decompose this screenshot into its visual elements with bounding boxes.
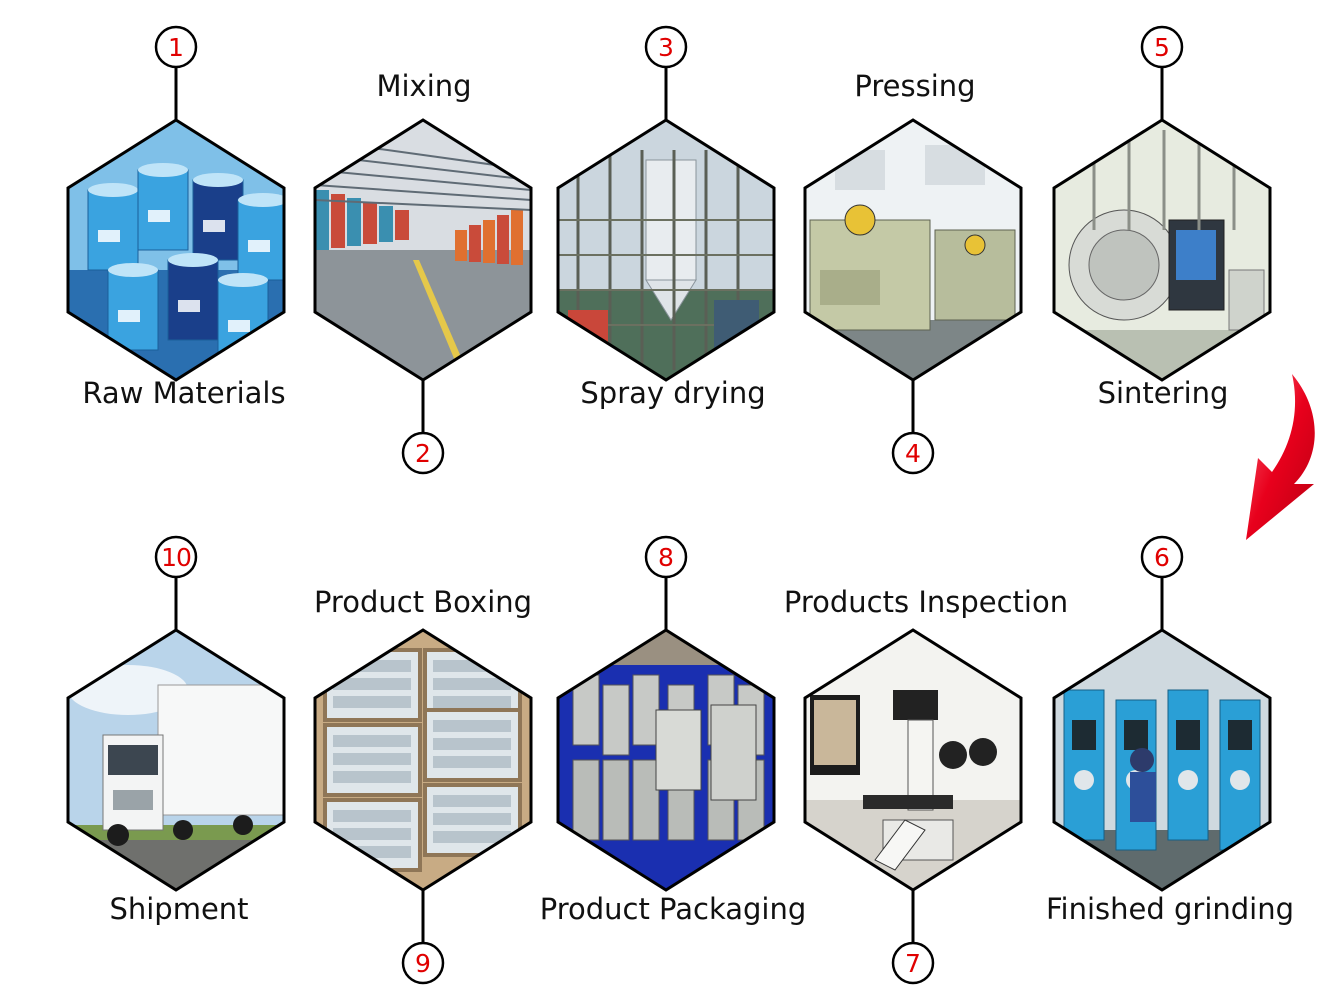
step-number: 8 <box>658 543 674 572</box>
step-label: Pressing <box>854 69 976 103</box>
step-label: Product Packaging <box>539 892 807 926</box>
step-number-badge <box>644 25 688 69</box>
step-number: 4 <box>905 439 921 468</box>
hexagon-image-carbide-blocks <box>558 630 774 890</box>
step-number-badge <box>644 535 688 579</box>
step-number: 3 <box>658 33 674 62</box>
step-number: 7 <box>905 949 921 978</box>
hexagon-image-truck <box>68 630 284 890</box>
step-label: Finished grinding <box>1045 892 1295 926</box>
step-label: Spray drying <box>580 376 766 410</box>
step-label: Sintering <box>1097 376 1229 410</box>
step-number-badge <box>1140 535 1184 579</box>
step-number-badge <box>401 941 445 985</box>
step-number-badge <box>891 941 935 985</box>
hexagon-frame <box>1052 628 1272 892</box>
step-number-badge <box>1140 25 1184 69</box>
flow-arrow-icon <box>1246 374 1315 540</box>
hexagon-image-sintering-furnace <box>1054 120 1270 380</box>
step-label: Products Inspection <box>783 585 1069 619</box>
step-number: 2 <box>415 439 431 468</box>
step-number: 5 <box>1154 33 1170 62</box>
step-label: Product Boxing <box>313 585 533 619</box>
step-number-badge <box>401 431 445 475</box>
step-number-badge <box>891 431 935 475</box>
hexagon-image-industrial-plant <box>558 120 774 380</box>
step-label: Mixing <box>376 69 472 103</box>
hexagon-frame <box>66 628 286 892</box>
step-label: Raw Materials <box>82 376 286 410</box>
hexagon-frame <box>556 118 776 382</box>
hexagon-image-blue-barrels <box>68 120 284 380</box>
step-number: 1 <box>168 33 184 62</box>
step-number-badge <box>154 25 198 69</box>
step-label: Shipment <box>109 892 249 926</box>
step-number-badge <box>154 535 198 579</box>
step-number: 6 <box>1154 543 1170 572</box>
hexagon-image-press-machines <box>805 120 1021 380</box>
hexagon-image-factory-hall <box>315 120 531 380</box>
hexagon-image-grinding-machines <box>1054 630 1270 890</box>
step-number: 9 <box>415 949 431 978</box>
hexagon-frame <box>66 118 286 382</box>
step-number: 10 <box>161 543 191 572</box>
hexagon-image-microscope <box>805 630 1021 890</box>
hexagon-frame <box>556 628 776 892</box>
hexagon-frame <box>1052 118 1272 382</box>
hexagon-image-cardboard-boxes <box>315 630 531 890</box>
